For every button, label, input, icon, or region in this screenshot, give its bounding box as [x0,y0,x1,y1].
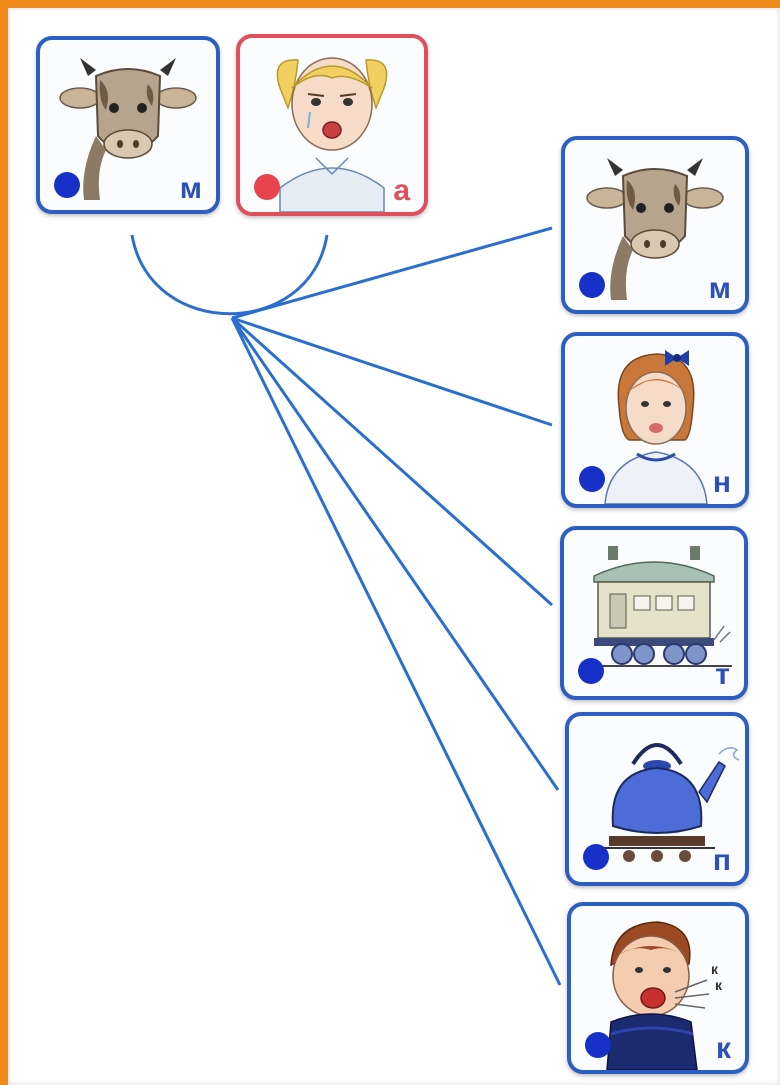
line-to-option-4 [230,317,560,791]
red-dot [254,174,280,200]
syllable-arc [130,234,329,316]
option-card-kettle[interactable]: п [565,712,749,886]
syllable-card-cow[interactable]: м [36,36,220,214]
cow-picture [59,58,197,200]
line-to-option-2 [231,316,553,427]
cow-picture [586,158,724,300]
option-card-girl-with-bow[interactable]: н [561,332,749,508]
card-letter: п [712,844,731,877]
blue-dot [583,844,609,870]
svg-text:к: к [711,961,719,977]
line-to-option-1 [231,226,553,320]
blue-dot [579,466,605,492]
line-to-option-5 [230,317,562,986]
option-card-train-car[interactable]: т [560,526,748,700]
blue-dot [585,1032,611,1058]
blue-dot [54,172,80,198]
option-card-cow[interactable]: м [561,136,749,314]
card-letter: т [715,658,730,691]
blue-dot [578,658,604,684]
girl-with-bow-picture [604,350,708,504]
card-letter: м [708,272,731,305]
card-letter: к [715,1032,731,1065]
svg-text:к: к [715,977,723,993]
kettle-picture [599,743,740,862]
train-car-picture [584,546,732,667]
card-letter: н [712,466,731,499]
line-to-option-3 [230,316,554,607]
coughing-boy-picture: к к [606,921,723,1070]
syllable-card-crying-girl[interactable]: а [236,34,428,216]
card-letter: а [393,174,410,207]
crying-girl-picture [276,57,388,212]
card-letter: м [179,172,202,205]
blue-dot [579,272,605,298]
option-card-coughing-boy[interactable]: к к к [567,902,749,1074]
